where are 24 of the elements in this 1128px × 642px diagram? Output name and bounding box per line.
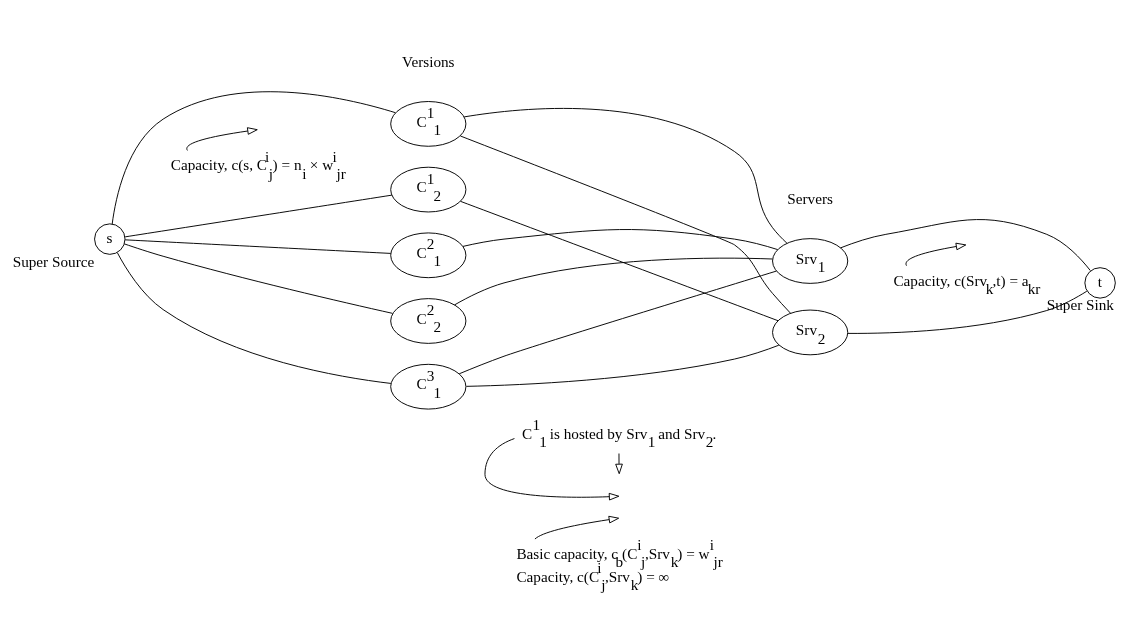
connector <box>459 135 792 314</box>
connector <box>124 194 393 238</box>
connector <box>465 344 780 387</box>
connector <box>124 239 392 254</box>
label: Servers <box>787 189 833 207</box>
arrow <box>186 127 258 151</box>
node-circle: t <box>1084 267 1116 299</box>
connector <box>123 243 393 314</box>
connector <box>111 91 396 225</box>
arrow <box>905 242 967 267</box>
connector <box>847 290 1088 334</box>
connector <box>462 229 779 251</box>
connector <box>460 200 779 322</box>
node-label: Super Source <box>12 252 95 270</box>
arrow <box>534 515 620 540</box>
label: Versions <box>402 52 455 70</box>
connector <box>463 107 788 244</box>
connector <box>116 252 392 384</box>
arrow <box>615 453 623 475</box>
node-circle: s <box>94 223 126 255</box>
arrow <box>484 438 620 501</box>
connector <box>454 257 773 306</box>
connector <box>840 219 1091 272</box>
connector <box>458 270 777 375</box>
